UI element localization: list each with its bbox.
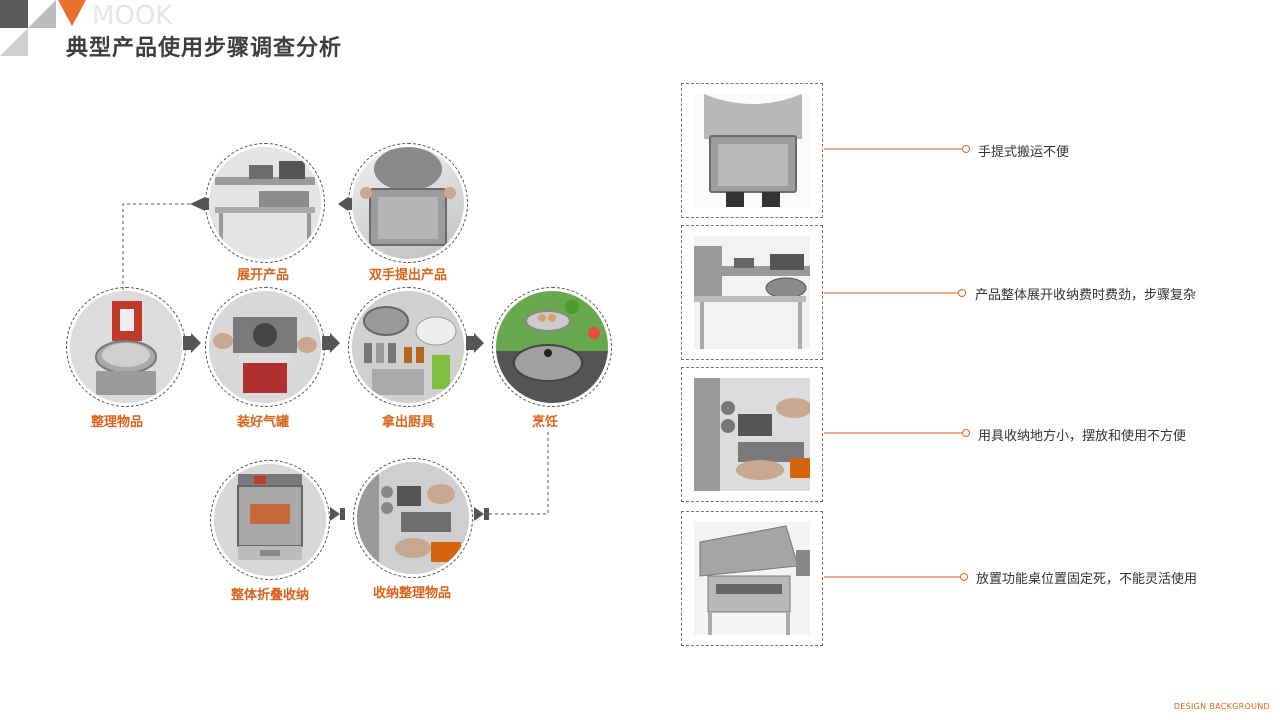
- arrow-right-icon: [191, 333, 201, 353]
- issue-photo-frame: [681, 367, 823, 502]
- mook-logo: MOOK: [0, 0, 173, 56]
- step-label: 拿出厨具: [381, 415, 434, 430]
- step-photo-unfold-product: [205, 143, 325, 263]
- issue-text: 放置功能桌位置固定死，不能灵活使用: [976, 571, 1198, 586]
- step-label: 烹饪: [531, 415, 558, 430]
- issue-photo-unfold-steps: [694, 236, 810, 349]
- arrow-right-icon: [474, 333, 484, 353]
- issue-text: 用具收纳地方小，摆放和使用不方便: [978, 428, 1187, 443]
- issue-photo-frame: [681, 225, 823, 360]
- issue-photo-storage-space: [694, 378, 810, 491]
- step-photo-store-items: [353, 458, 473, 578]
- arrow-right-icon: [330, 333, 340, 353]
- issue-photo-fixed-table: [694, 522, 810, 635]
- step-label: 收纳整理物品: [372, 586, 451, 601]
- step-photo-install-gas-can: [205, 287, 325, 407]
- step-photo-organize-items: [66, 287, 186, 407]
- arrow-left-icon: [190, 197, 205, 211]
- step-label: 整理物品: [90, 415, 143, 430]
- arrow-left-icon: [330, 507, 340, 521]
- step-label: 装好气罐: [236, 415, 289, 430]
- issue-photo-carry-product: [694, 94, 810, 207]
- callout-dot-icon: [962, 429, 970, 437]
- issue-text: 手提式搬运不便: [978, 144, 1070, 159]
- arrow-left-icon: [338, 197, 348, 211]
- page-title: 典型产品使用步骤调查分析: [66, 36, 343, 61]
- step-photo-cooking: [492, 287, 612, 407]
- callout-dot-icon: [962, 145, 970, 153]
- callout-dot-icon: [958, 289, 966, 297]
- step-label: 双手提出产品: [368, 268, 447, 283]
- issue-text: 产品整体展开收纳费时费劲，步骤复杂: [975, 287, 1197, 302]
- footer-label: DESIGN BACKGROUND: [1173, 702, 1270, 711]
- step-label: 展开产品: [236, 268, 289, 283]
- flow-connectors: [122, 197, 549, 521]
- usage-steps-flow: 双手提出产品 展开产品: [66, 143, 612, 603]
- step-photo-lift-product: [348, 143, 468, 263]
- step-photo-take-out-cookware: [348, 287, 468, 407]
- issue-photo-frame: [681, 83, 823, 218]
- step-photo-fold-and-store: [210, 460, 330, 580]
- svg-text:MOOK: MOOK: [92, 1, 173, 31]
- step-label: 整体折叠收纳: [230, 588, 309, 603]
- callout-dot-icon: [960, 573, 968, 581]
- arrow-left-icon: [474, 507, 484, 521]
- issue-photo-frame: [681, 511, 823, 646]
